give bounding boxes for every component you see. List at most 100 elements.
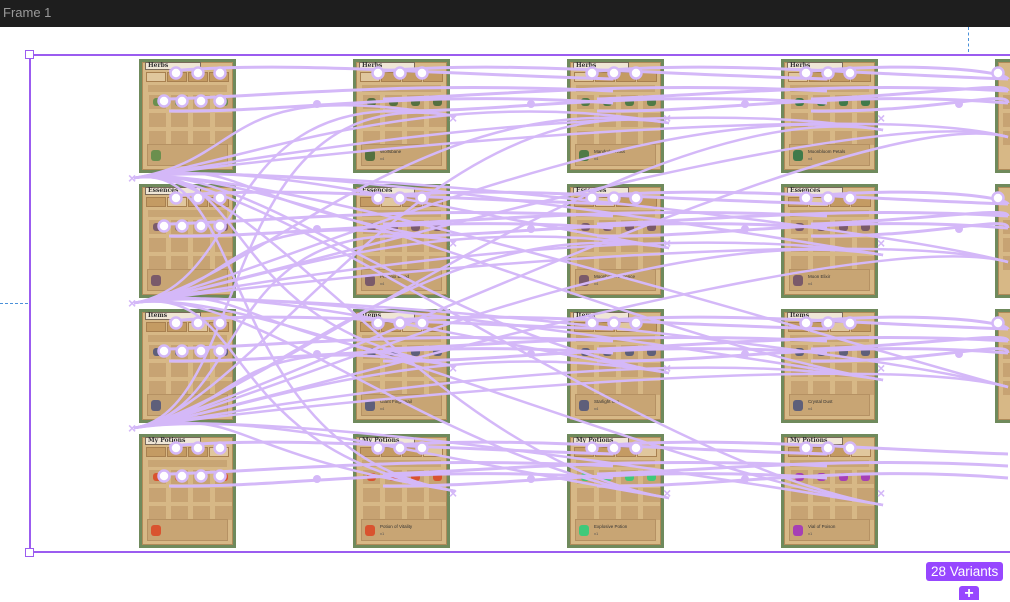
inventory-slot[interactable] [621, 488, 638, 502]
category-tab[interactable] [830, 447, 850, 457]
inventory-slot[interactable] [363, 488, 380, 502]
inventory-slot[interactable] [215, 238, 232, 252]
inventory-slot[interactable] [599, 470, 616, 484]
inventory-slot[interactable] [621, 256, 638, 270]
inventory-slot[interactable] [193, 506, 210, 520]
category-tab[interactable] [188, 322, 208, 332]
category-tab[interactable] [851, 72, 871, 82]
variant-card[interactable] [995, 309, 1010, 423]
category-tab[interactable] [146, 72, 166, 82]
variant-card[interactable]: Herbs [139, 59, 236, 173]
inventory-slot[interactable] [857, 488, 874, 502]
inventory-slot[interactable] [813, 238, 830, 252]
inventory-slot[interactable] [791, 113, 808, 127]
inventory-slot[interactable] [149, 470, 166, 484]
inventory-slot[interactable] [599, 363, 616, 377]
search-bar[interactable] [576, 210, 655, 217]
variant-card[interactable]: My Potions Explosive Potion x1 [567, 434, 664, 548]
variant-card[interactable]: My Potions Vial of Poison x1 [781, 434, 878, 548]
category-tab[interactable] [146, 447, 166, 457]
inventory-slot[interactable] [171, 506, 188, 520]
inventory-slot[interactable] [791, 488, 808, 502]
category-tab[interactable] [167, 72, 187, 82]
inventory-slot[interactable] [407, 95, 424, 109]
inventory-slot[interactable] [791, 363, 808, 377]
inventory-slot[interactable] [599, 506, 616, 520]
inventory-slot[interactable] [621, 506, 638, 520]
inventory-slot[interactable] [599, 381, 616, 395]
inventory-slot[interactable] [407, 506, 424, 520]
category-tab[interactable] [637, 197, 657, 207]
inventory-slot[interactable] [149, 363, 166, 377]
category-tab[interactable] [402, 447, 422, 457]
inventory-slot[interactable] [813, 131, 830, 145]
inventory-slot[interactable] [791, 470, 808, 484]
search-bar[interactable] [790, 460, 869, 467]
inventory-slot[interactable] [813, 381, 830, 395]
inventory-slot[interactable] [835, 238, 852, 252]
search-bar[interactable] [148, 85, 227, 92]
inventory-slot[interactable] [363, 113, 380, 127]
inventory-slot[interactable] [193, 131, 210, 145]
category-tab[interactable] [146, 322, 166, 332]
inventory-slot[interactable] [385, 238, 402, 252]
inventory-slot[interactable] [385, 113, 402, 127]
inventory-slot[interactable] [813, 506, 830, 520]
inventory-slot[interactable] [193, 95, 210, 109]
inventory-slot[interactable] [363, 238, 380, 252]
add-variant-button[interactable]: + [959, 586, 979, 602]
inventory-slot[interactable] [1003, 238, 1010, 252]
inventory-slot[interactable] [835, 506, 852, 520]
variant-card[interactable]: Herbs Moonbloom Petals x4 [781, 59, 878, 173]
inventory-slot[interactable] [407, 238, 424, 252]
inventory-slot[interactable] [599, 131, 616, 145]
category-tab[interactable] [809, 197, 829, 207]
category-tab[interactable] [830, 322, 850, 332]
inventory-slot[interactable] [621, 95, 638, 109]
inventory-slot[interactable] [215, 470, 232, 484]
inventory-slot[interactable] [643, 506, 660, 520]
inventory-slot[interactable] [791, 131, 808, 145]
category-tab[interactable] [616, 447, 636, 457]
inventory-slot[interactable] [1003, 256, 1010, 270]
inventory-slot[interactable] [643, 113, 660, 127]
category-tab[interactable] [595, 322, 615, 332]
inventory-slot[interactable] [385, 131, 402, 145]
inventory-slot[interactable] [813, 113, 830, 127]
category-tab[interactable] [188, 72, 208, 82]
category-tab[interactable] [167, 322, 187, 332]
inventory-slot[interactable] [429, 506, 446, 520]
inventory-slot[interactable] [171, 345, 188, 359]
inventory-slot[interactable] [643, 470, 660, 484]
variant-card[interactable]: Essences Moon Elixir x4 [781, 184, 878, 298]
inventory-slot[interactable] [429, 470, 446, 484]
category-tab[interactable] [595, 447, 615, 457]
inventory-slot[interactable] [149, 506, 166, 520]
inventory-slot[interactable] [407, 345, 424, 359]
search-bar[interactable] [148, 460, 227, 467]
category-tab[interactable] [616, 72, 636, 82]
category-tab[interactable] [209, 322, 229, 332]
inventory-slot[interactable] [1003, 345, 1010, 359]
category-tab[interactable] [167, 447, 187, 457]
inventory-slot[interactable] [835, 95, 852, 109]
inventory-slot[interactable] [363, 131, 380, 145]
inventory-slot[interactable] [577, 238, 594, 252]
inventory-slot[interactable] [407, 256, 424, 270]
variant-card[interactable] [995, 184, 1010, 298]
inventory-slot[interactable] [643, 95, 660, 109]
inventory-slot[interactable] [407, 363, 424, 377]
inventory-slot[interactable] [643, 131, 660, 145]
inventory-slot[interactable] [149, 113, 166, 127]
inventory-slot[interactable] [215, 506, 232, 520]
inventory-slot[interactable] [215, 95, 232, 109]
inventory-slot[interactable] [193, 488, 210, 502]
search-bar[interactable] [362, 210, 441, 217]
inventory-slot[interactable] [643, 363, 660, 377]
inventory-slot[interactable] [599, 488, 616, 502]
inventory-slot[interactable] [429, 488, 446, 502]
inventory-slot[interactable] [813, 363, 830, 377]
inventory-slot[interactable] [363, 95, 380, 109]
inventory-slot[interactable] [643, 238, 660, 252]
category-tab[interactable] [423, 447, 443, 457]
